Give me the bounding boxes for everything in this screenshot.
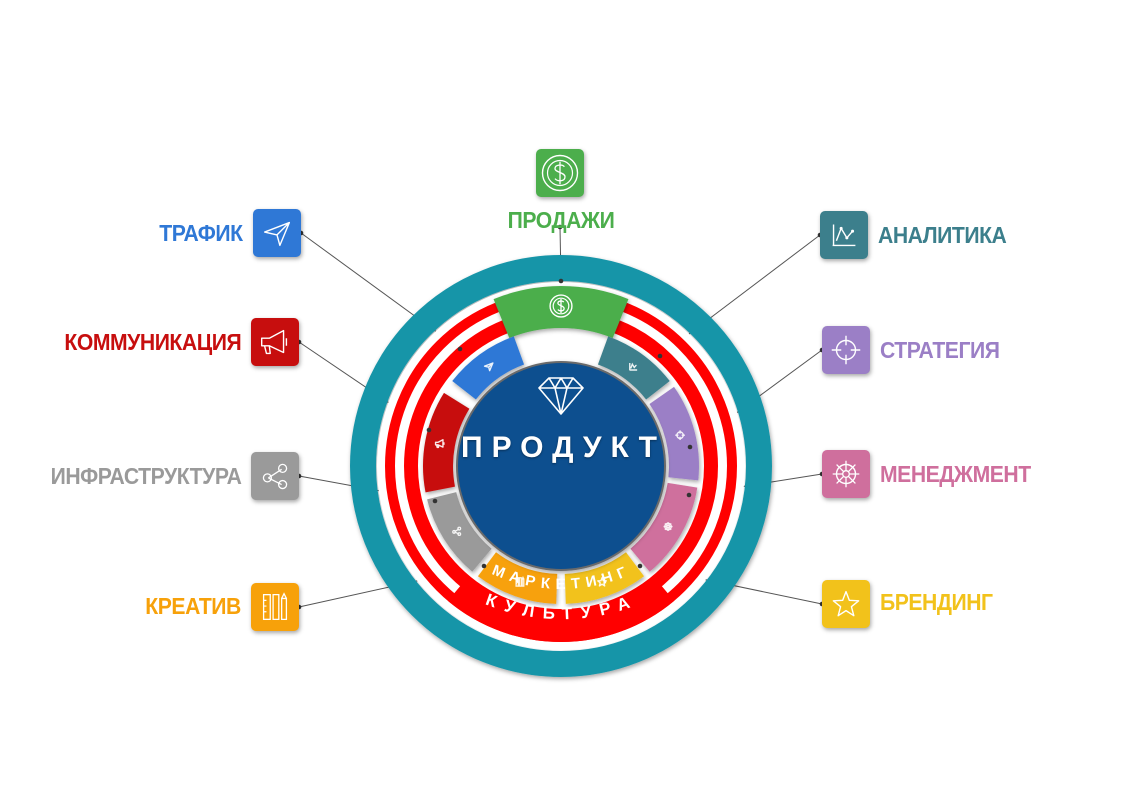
label-creative: КРЕАТИВ [145, 593, 241, 619]
label-branding: БРЕНДИНГ [880, 589, 993, 615]
segment-traffic[interactable] [452, 336, 525, 400]
tile-strategy[interactable] [822, 326, 870, 374]
connector-dot-ring-traffic [457, 346, 463, 352]
connector-dot-tile-sales [557, 224, 563, 230]
segment-strategy-crosshair-icon [675, 430, 685, 441]
segment-traffic-paper-plane-icon [483, 362, 494, 372]
connector-dot-ring-management [686, 492, 692, 498]
segment-analytics-analytics-chart-icon [629, 362, 638, 371]
crosshair-icon [831, 335, 861, 365]
connector-dot-ring-sales [558, 278, 564, 284]
label-management: МЕНЕДЖМЕНТ [880, 461, 1031, 487]
analytics-chart-icon [832, 224, 856, 247]
tile-sales[interactable] [536, 149, 584, 197]
culture-ring [350, 255, 772, 677]
label-communication: КОММУНИКАЦИЯ [64, 329, 242, 355]
center-diamond-icon [538, 377, 584, 415]
segment-sales-dollar-icon [549, 294, 573, 318]
connector-dot-ring-analytics [657, 353, 663, 359]
connector-dot-ring-strategy [687, 444, 693, 450]
segment-infrastructure[interactable] [427, 492, 492, 572]
segment-communication[interactable] [423, 392, 470, 493]
connector-dot-ring-branding [637, 563, 643, 569]
segments-layer [423, 286, 699, 604]
tile-management[interactable] [822, 450, 870, 498]
segment-communication-megaphone-icon [434, 439, 445, 449]
segment-branding[interactable] [564, 552, 645, 604]
tile-communication[interactable] [251, 318, 299, 366]
tile-traffic[interactable] [253, 209, 301, 257]
label-analytics: АНАЛИТИКА [878, 222, 1007, 248]
tile-branding[interactable] [822, 580, 870, 628]
segment-branding-star-icon [597, 577, 608, 587]
tile-analytics[interactable] [820, 211, 868, 259]
ship-wheel-icon [832, 460, 860, 488]
tile-infrastructure[interactable] [251, 452, 299, 500]
segment-management-ship-wheel-icon [663, 522, 673, 532]
label-strategy: СТРАТЕГИЯ [880, 337, 1000, 363]
label-sales: ПРОДАЖИ [507, 207, 615, 233]
label-traffic: ТРАФИК [159, 220, 243, 246]
connector-dot-ring-creative [481, 563, 487, 569]
segment-management[interactable] [630, 482, 698, 572]
pencil-ruler-icon [262, 592, 288, 621]
megaphone-icon [261, 329, 288, 355]
marketing-label-band [447, 580, 675, 642]
connector-dot-ring-infrastructure [432, 498, 438, 504]
segment-infrastructure-share-nodes-icon [452, 526, 462, 537]
dollar-icon [541, 154, 579, 192]
segment-strategy[interactable] [649, 386, 699, 481]
segment-creative-pencil-ruler-icon [515, 576, 525, 587]
share-nodes-icon [262, 463, 288, 490]
paper-plane-icon [263, 221, 291, 247]
connector-dot-ring-communication [426, 427, 432, 433]
star-icon [832, 590, 860, 617]
center-product-label: ПРОДУКТ [461, 431, 666, 464]
tile-creative[interactable] [251, 583, 299, 631]
label-infrastructure: ИНФРАСТРУКТУРА [50, 463, 242, 489]
center-product-circle[interactable] [456, 361, 666, 571]
